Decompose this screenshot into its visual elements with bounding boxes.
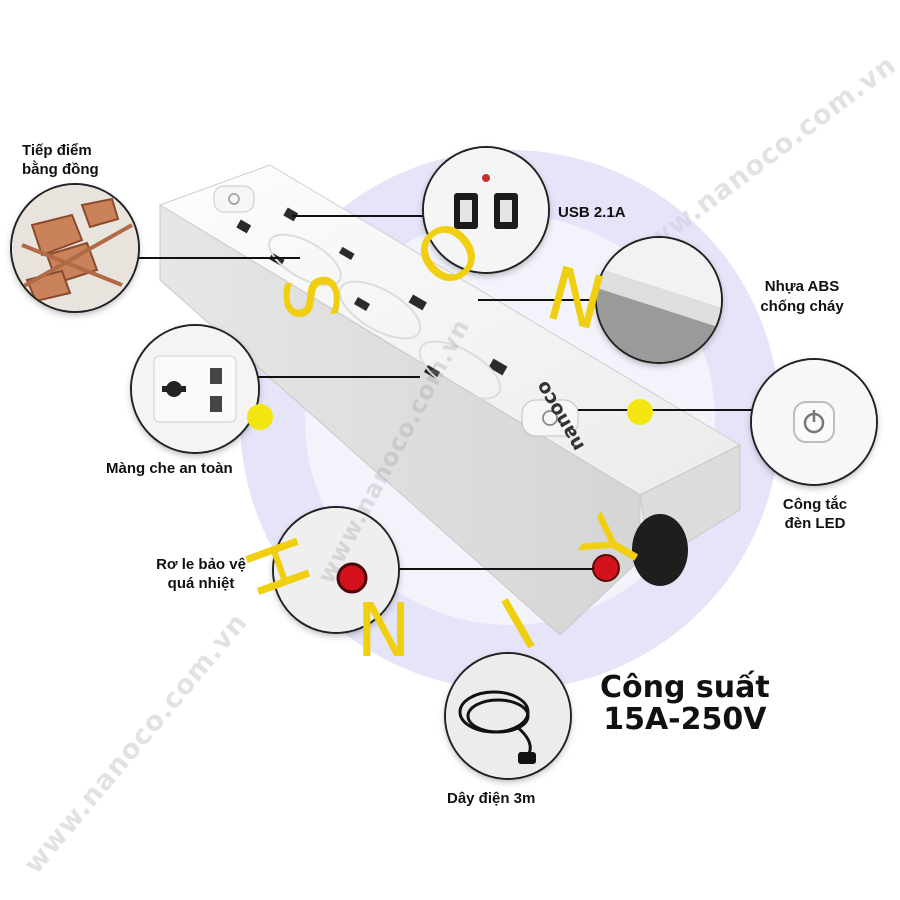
zoom-thermal-relay bbox=[274, 508, 398, 632]
label-led-switch-2: đèn LED bbox=[784, 515, 846, 532]
overlay-letter-s: S bbox=[268, 269, 359, 325]
strip-side-face bbox=[159, 204, 641, 636]
label-abs-2: chống cháy bbox=[760, 298, 844, 315]
label-cable: Dây điện 3m bbox=[447, 790, 536, 807]
zoom-safety-shutter bbox=[132, 326, 258, 452]
overlay-letter-n2: N bbox=[356, 588, 412, 674]
strip-top-button bbox=[213, 185, 255, 213]
label-relay-1: Rơ le bảo vệ bbox=[156, 556, 246, 573]
strip-led-button bbox=[521, 399, 579, 437]
cable-end bbox=[632, 514, 688, 586]
zoom-usb bbox=[424, 148, 548, 272]
yellow-dot-right bbox=[627, 399, 653, 425]
zoom-abs-plastic bbox=[597, 238, 721, 362]
label-abs-1: Nhựa ABS bbox=[764, 278, 840, 295]
label-copper-contacts-2: bằng đồng bbox=[22, 161, 99, 178]
label-relay-2: quá nhiệt bbox=[167, 575, 235, 592]
label-safety-shutter: Màng che an toàn bbox=[106, 460, 233, 477]
label-led-switch-1: Công tắc bbox=[782, 496, 848, 513]
zoom-led-switch bbox=[752, 360, 876, 484]
zoom-copper-contacts bbox=[12, 185, 138, 311]
power-rating: Công suất 15A-250V bbox=[600, 672, 770, 736]
power-rating-line-2: 15A-250V bbox=[603, 702, 767, 737]
zoom-cable bbox=[446, 654, 570, 778]
label-copper-contacts-1: Tiếp điểm bbox=[22, 142, 92, 159]
power-rating-line-1: Công suất bbox=[600, 670, 770, 705]
yellow-dot-left bbox=[247, 404, 273, 430]
label-usb: USB 2.1A bbox=[558, 204, 626, 221]
